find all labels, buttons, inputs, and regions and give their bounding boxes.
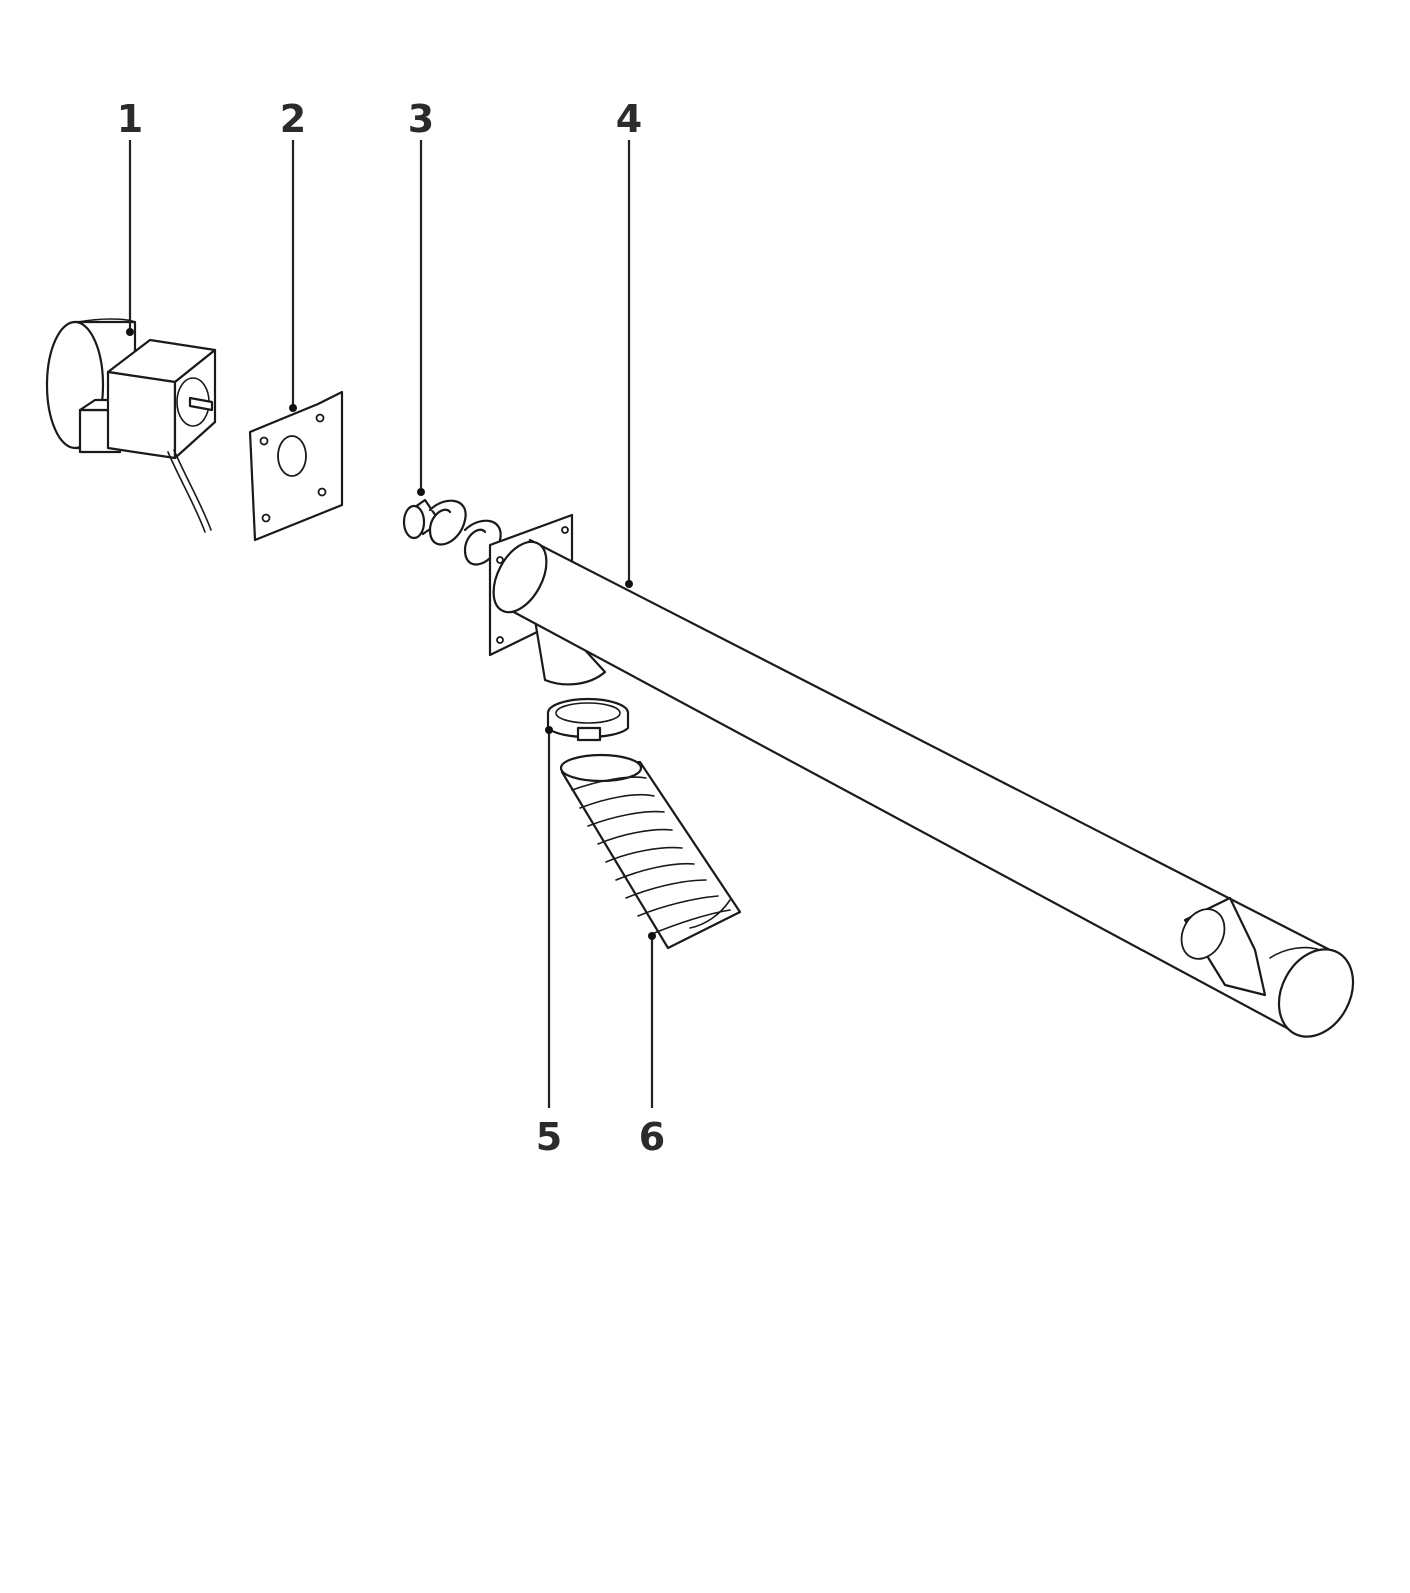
part-5-clamp-ring <box>546 697 630 742</box>
part-6-flexible-bellows <box>559 753 742 950</box>
callout-label-6: 6 <box>639 1115 665 1159</box>
callout-label-4: 4 <box>616 97 642 141</box>
leader-dot-1 <box>126 328 134 336</box>
leader-lines <box>126 140 656 1108</box>
callout-label-5: 5 <box>536 1115 562 1159</box>
part-2-mounting-plate <box>248 390 344 542</box>
callout-label-1: 1 <box>117 97 143 141</box>
leader-dot-6 <box>648 932 656 940</box>
part-1-gear-motor <box>45 318 217 533</box>
callout-label-2: 2 <box>280 97 306 141</box>
leader-dot-3 <box>417 488 425 496</box>
leader-dot-4 <box>625 580 633 588</box>
leader-dot-5 <box>545 726 553 734</box>
part-4-auger-tube <box>488 513 1355 1038</box>
leader-dot-2 <box>289 404 297 412</box>
callout-label-3: 3 <box>408 97 434 141</box>
callout-labels: 1 2 3 4 5 6 <box>117 97 665 1159</box>
